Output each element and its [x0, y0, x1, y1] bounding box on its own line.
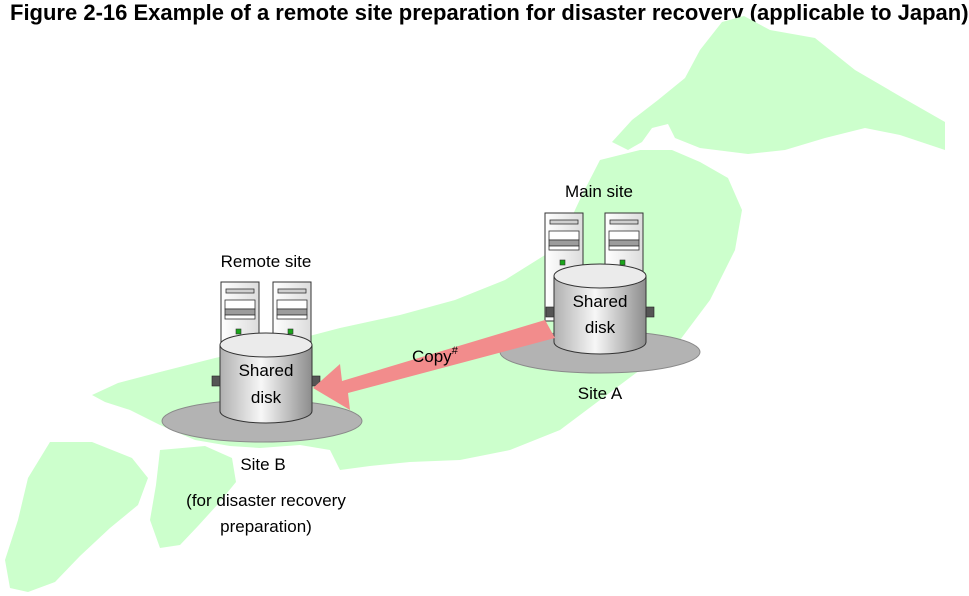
figure-caption: Figure 2-16 Example of a remote site pre… [10, 0, 969, 25]
copy-label-text: Copy [412, 347, 452, 366]
main-disk-label-line2: disk [585, 318, 616, 337]
remote-disk-label-line1: Shared [239, 361, 294, 380]
main-disk-label-line1: Shared [573, 292, 628, 311]
site-b-note-line1: (for disaster recovery [186, 491, 346, 510]
disaster-recovery-diagram: Remote site Shared disk Site B (for disa… [5, 16, 945, 592]
copy-arrow [313, 320, 555, 410]
remote-site: Remote site Shared disk Site B (for disa… [161, 252, 363, 536]
copy-arrow-label: Copy# [412, 345, 459, 366]
remote-site-title: Remote site [221, 252, 312, 271]
land-map [5, 16, 945, 592]
copy-label-superscript: # [452, 345, 459, 357]
land-island-west [5, 442, 148, 592]
main-site: Main site Shared disk Site A [499, 182, 701, 403]
land-island-small [150, 446, 236, 548]
site-b-label: Site B [240, 455, 285, 474]
land-island-north [612, 16, 945, 154]
site-b-note-line2: preparation) [220, 517, 312, 536]
main-site-title: Main site [565, 182, 633, 201]
site-a-label: Site A [578, 384, 623, 403]
remote-disk-label-line2: disk [251, 388, 282, 407]
